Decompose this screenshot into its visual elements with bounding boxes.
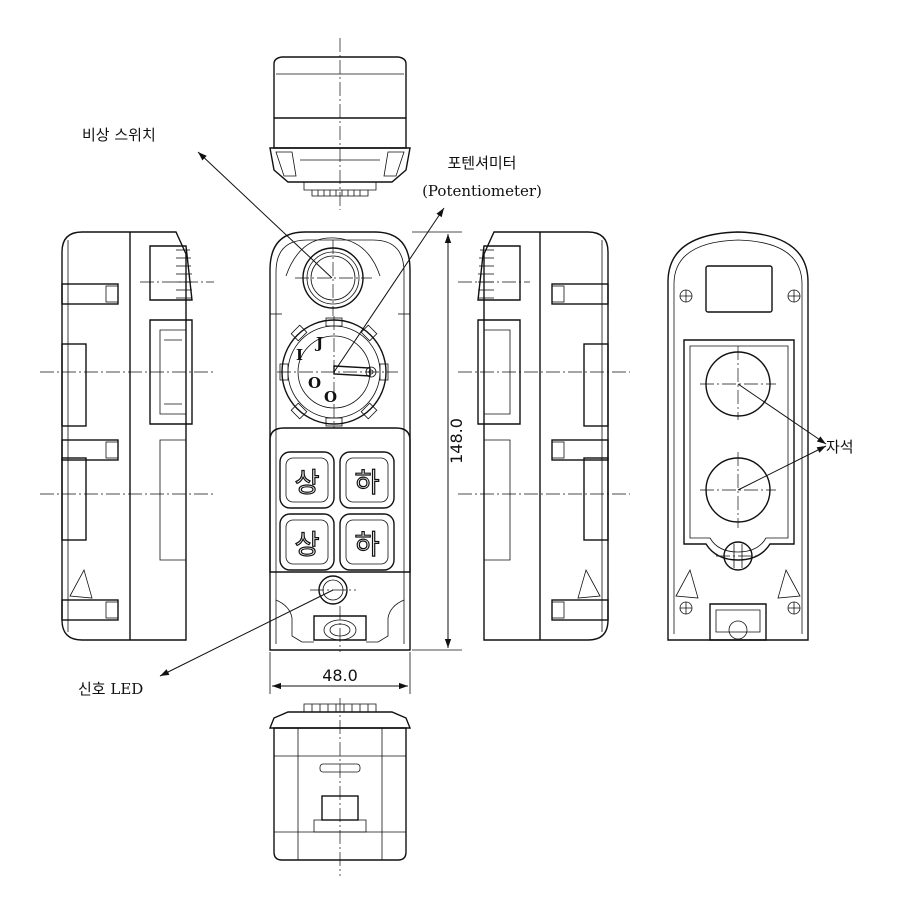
left-side-view	[40, 231, 214, 641]
signal-led-leader	[159, 589, 334, 677]
back-view	[667, 231, 809, 641]
bottom-view	[268, 698, 412, 876]
button-label-up-2: 상	[295, 530, 320, 561]
dial-mark-3: J	[314, 334, 323, 352]
height-dimension-value: 148.0	[447, 418, 466, 464]
potentiometer-label-en: (Potentiometer)	[422, 182, 542, 200]
down-button-1[interactable]	[339, 451, 395, 509]
top-view	[269, 38, 411, 210]
front-view: I O J O 상 하 상 하	[269, 231, 411, 652]
magnet-label: 자석	[826, 438, 854, 456]
magnet-leader-top	[737, 383, 827, 445]
down-button-2[interactable]	[339, 513, 395, 571]
button-label-down-2: 하	[355, 530, 380, 561]
potentiometer-leader	[333, 207, 445, 373]
signal-led-label: 신호 LED	[78, 680, 143, 698]
dial-mark-2: O	[308, 374, 321, 392]
up-button-1[interactable]	[279, 451, 335, 509]
button-label-up-1: 상	[295, 468, 320, 499]
dial-mark-4: O	[324, 388, 337, 406]
right-side-view	[458, 231, 630, 641]
height-dimension	[412, 231, 462, 651]
button-label-down-1: 하	[355, 468, 380, 499]
up-button-2[interactable]	[279, 513, 335, 571]
width-dimension	[269, 652, 411, 694]
potentiometer-label-ko: 포텐셔미터	[447, 154, 516, 172]
emergency-switch-label: 비상 스위치	[82, 126, 156, 144]
magnet-leader-bottom	[737, 445, 827, 491]
dial-mark-1: I	[296, 346, 303, 364]
width-dimension-value: 48.0	[322, 666, 358, 685]
emergency-switch-leader	[197, 151, 333, 279]
